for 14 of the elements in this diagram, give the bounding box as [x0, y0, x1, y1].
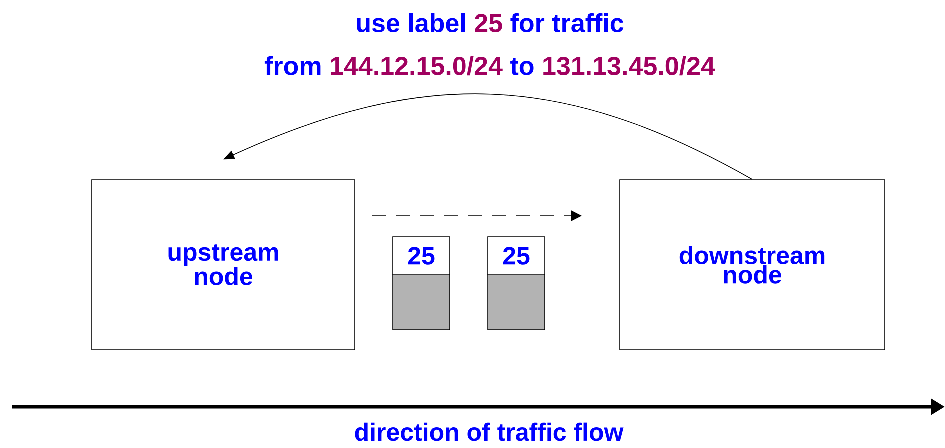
packet: 25	[488, 236, 546, 330]
heading-text: use label	[357, 13, 466, 33]
node-box: upstream node	[92, 180, 356, 350]
heading-text: 25	[475, 14, 502, 33]
heading-text: for traffic	[510, 13, 624, 33]
heading-text: 144.12.15.0/24	[331, 56, 503, 76]
heading-text: to	[510, 58, 534, 76]
node-box: downstream node	[620, 180, 886, 350]
heading-text: 131.13.45.0/24	[544, 56, 716, 76]
node-label: 25	[503, 247, 530, 265]
node-label: 25	[408, 247, 435, 265]
heading-text: from	[264, 56, 321, 76]
packet: 25	[392, 236, 450, 330]
caption-text: direction of traffic flow	[355, 422, 624, 442]
